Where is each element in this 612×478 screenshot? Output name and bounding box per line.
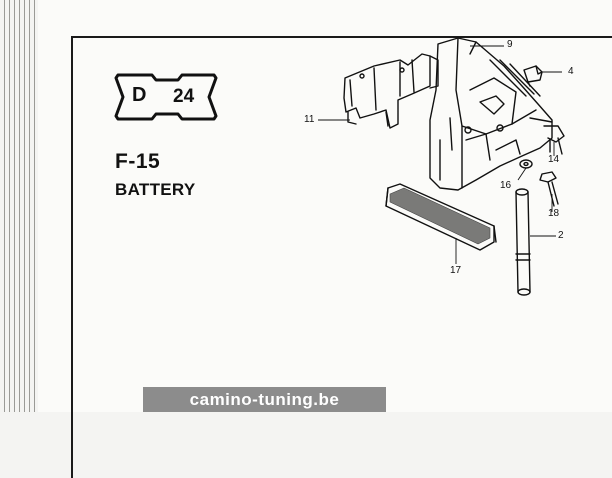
callout-9: 9 <box>507 39 513 50</box>
badge-outline <box>114 73 218 121</box>
section-code: F-15 <box>115 150 161 173</box>
callout-17: 17 <box>450 265 462 276</box>
part-11-bracket <box>343 53 439 129</box>
part-16-washer <box>519 159 533 169</box>
exploded-parts-diagram <box>318 37 565 296</box>
callout-11: 11 <box>304 114 315 125</box>
part-18-bolt <box>539 171 559 207</box>
callout-18: 18 <box>548 208 560 219</box>
part-2-tube <box>515 188 531 296</box>
badge-letter: D <box>132 84 147 106</box>
page-border-frame <box>71 36 612 478</box>
part-17-strap <box>385 183 497 251</box>
part-9-battery-case <box>429 37 553 191</box>
part-14-terminal <box>543 125 565 155</box>
part-4-connector <box>523 65 543 87</box>
callout-16: 16 <box>500 180 512 191</box>
callout-14: 14 <box>548 154 560 165</box>
watermark-banner: camino-tuning.be <box>143 387 386 412</box>
callout-4: 4 <box>568 66 574 77</box>
section-badge: D 24 <box>112 72 220 122</box>
callout-2: 2 <box>558 230 564 241</box>
badge-number: 24 <box>173 86 195 107</box>
leader-16 <box>517 167 527 181</box>
section-title: BATTERY <box>115 180 196 199</box>
page-stack-edges <box>0 0 40 412</box>
